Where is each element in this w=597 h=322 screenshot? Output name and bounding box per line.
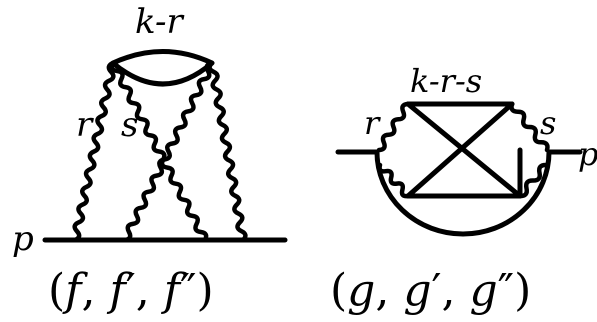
right-propagator-lower-right [517, 162, 549, 199]
left-propagator-s [207, 60, 248, 243]
left-label-k-r: k-r [135, 2, 184, 42]
right-box-diagonal-b [405, 101, 515, 199]
diagram-right: k-r-s r s p (g, g′, g″) [330, 62, 597, 316]
left-propagator-r [72, 60, 116, 243]
right-box-diagonal-a [405, 101, 523, 199]
left-label-s: s [121, 105, 138, 145]
right-label-p: p [578, 135, 597, 173]
left-label-p: p [12, 219, 34, 259]
right-propagator-s [509, 101, 550, 153]
left-top-loop [110, 49, 215, 87]
left-propagator-cross-a [109, 60, 209, 243]
diagram-left: k-r r s p (f, f′, f″) [12, 2, 288, 316]
right-label-k-r-s: k-r-s [410, 62, 482, 100]
right-label-r: r [364, 104, 381, 142]
right-label-s: s [540, 104, 556, 142]
right-caption: (g, g′, g″) [330, 265, 531, 316]
left-label-r: r [76, 105, 94, 145]
right-fermion-arc [374, 149, 552, 237]
right-propagator-r [376, 101, 411, 153]
right-propagator-lower-left [377, 162, 411, 199]
left-propagator-cross-b [122, 60, 215, 243]
left-caption: (f, f′, f″) [48, 265, 214, 316]
